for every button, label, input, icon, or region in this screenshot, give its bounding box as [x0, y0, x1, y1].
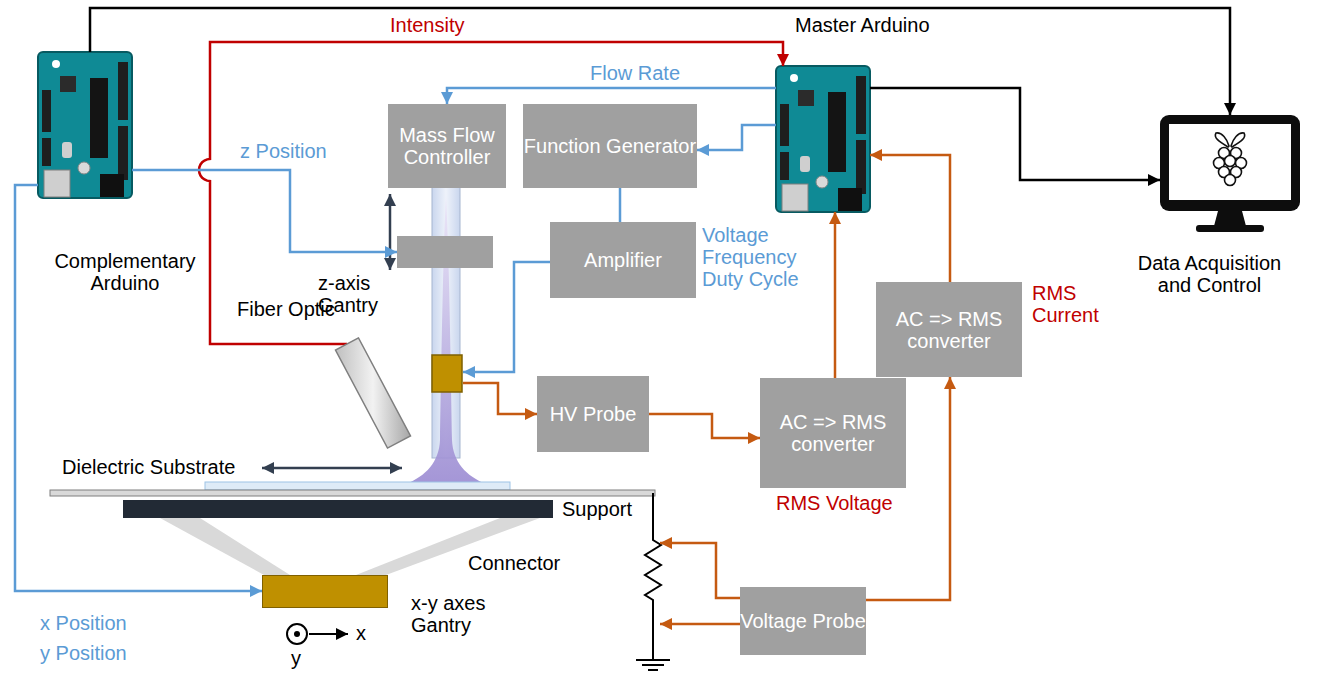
arduino-board — [38, 52, 132, 198]
part-label: x-y axes Gantry — [411, 592, 499, 636]
support-bar — [123, 500, 553, 518]
signal-connector — [619, 188, 622, 222]
axis-label: x — [356, 622, 366, 644]
box-label: Amplifier — [584, 249, 662, 271]
axis-out-of-page — [287, 624, 307, 644]
fiber-optic-shape — [333, 332, 415, 456]
logo-berry — [1225, 156, 1236, 167]
motion-arrow — [262, 467, 402, 470]
logo-leaf — [1215, 133, 1229, 147]
signal-connector — [697, 125, 776, 150]
connector-leg — [160, 518, 290, 575]
connector-group — [15, 8, 1230, 600]
ground-symbol — [648, 669, 658, 671]
logo-berry — [1214, 148, 1247, 186]
logo-berry — [1225, 175, 1236, 186]
ground-symbol — [636, 659, 670, 661]
arduino-board: Complementary Arduino — [38, 52, 132, 198]
computer-icon — [1160, 115, 1300, 232]
motion-arrow — [389, 194, 392, 270]
signal-connector — [15, 185, 262, 591]
signal-name: y Position — [40, 642, 127, 664]
process-box: Amplifier — [550, 222, 696, 298]
box-label: AC => RMS converter — [876, 308, 1022, 352]
box-label: AC => RMS converter — [760, 411, 906, 455]
signal-name: RMS Voltage — [776, 492, 893, 514]
ground-symbol — [642, 664, 664, 666]
signal-label: z Position — [240, 140, 327, 162]
gantry-block: x-y axes Gantry — [262, 575, 388, 608]
signal-wire — [463, 262, 550, 372]
part-label: Complementary Arduino — [50, 250, 200, 294]
signal-name: RMS Current — [1032, 282, 1114, 326]
process-box: Voltage Probe — [740, 587, 866, 655]
monitor-stand — [1214, 211, 1246, 226]
signal-connector — [447, 88, 776, 104]
signal-label: Flow Rate — [590, 62, 680, 84]
axis-label: y — [291, 647, 301, 669]
process-box: Function Generator — [523, 104, 697, 188]
process-box: AC => RMS converter — [760, 378, 906, 488]
process-box: HV Probe — [537, 376, 649, 452]
monitor — [1160, 115, 1300, 211]
axis-arrow — [309, 633, 348, 635]
signal-label: Intensity — [390, 14, 464, 36]
electrode — [432, 355, 462, 392]
part-name: Connector — [468, 552, 560, 574]
monitor-base — [1196, 225, 1264, 232]
dielectric-substrate — [205, 482, 510, 490]
signal-connector — [132, 170, 397, 252]
box-label: HV Probe — [550, 403, 637, 425]
probe-wire — [660, 623, 740, 626]
ground-plate — [50, 490, 655, 496]
box-label: Function Generator — [524, 135, 696, 157]
fiber-optic-rod — [336, 338, 411, 448]
part-name: Support — [562, 498, 632, 520]
signal-connector — [90, 8, 1230, 115]
arduino-board: Master Arduino — [776, 66, 870, 212]
part-label: Data Acquisition and Control — [1127, 252, 1292, 296]
resistor-symbol — [645, 493, 661, 660]
box-label: Mass Flow Controller — [388, 124, 506, 168]
signal-connector — [199, 42, 783, 344]
probe-wire — [660, 543, 740, 598]
part-label: Fiber Optic — [237, 298, 349, 320]
signal-connector — [834, 212, 837, 378]
signal-connector — [649, 414, 760, 438]
part-label: Master Arduino — [795, 14, 965, 36]
box-label: Voltage Probe — [740, 610, 866, 632]
signal-name: Voltage Frequency Duty Cycle — [702, 224, 808, 290]
gantry-block: z-axis Gantry — [397, 236, 493, 268]
process-box: AC => RMS converter — [876, 282, 1022, 377]
logo-leaf — [1231, 133, 1245, 147]
computer-icon: Data Acquisition and Control — [1160, 115, 1300, 233]
process-box: Mass Flow Controller — [388, 104, 506, 188]
axis-out-of-page — [294, 631, 300, 637]
fiber-optic: Fiber Optic — [333, 332, 415, 456]
signal-wire — [463, 383, 537, 414]
signal-name: x Position — [40, 612, 127, 634]
screen — [1169, 124, 1291, 200]
part-name: Dielectric Substrate — [62, 456, 235, 478]
signal-connector — [870, 88, 1160, 180]
signal-connector — [870, 155, 950, 282]
arduino-board — [776, 66, 870, 212]
